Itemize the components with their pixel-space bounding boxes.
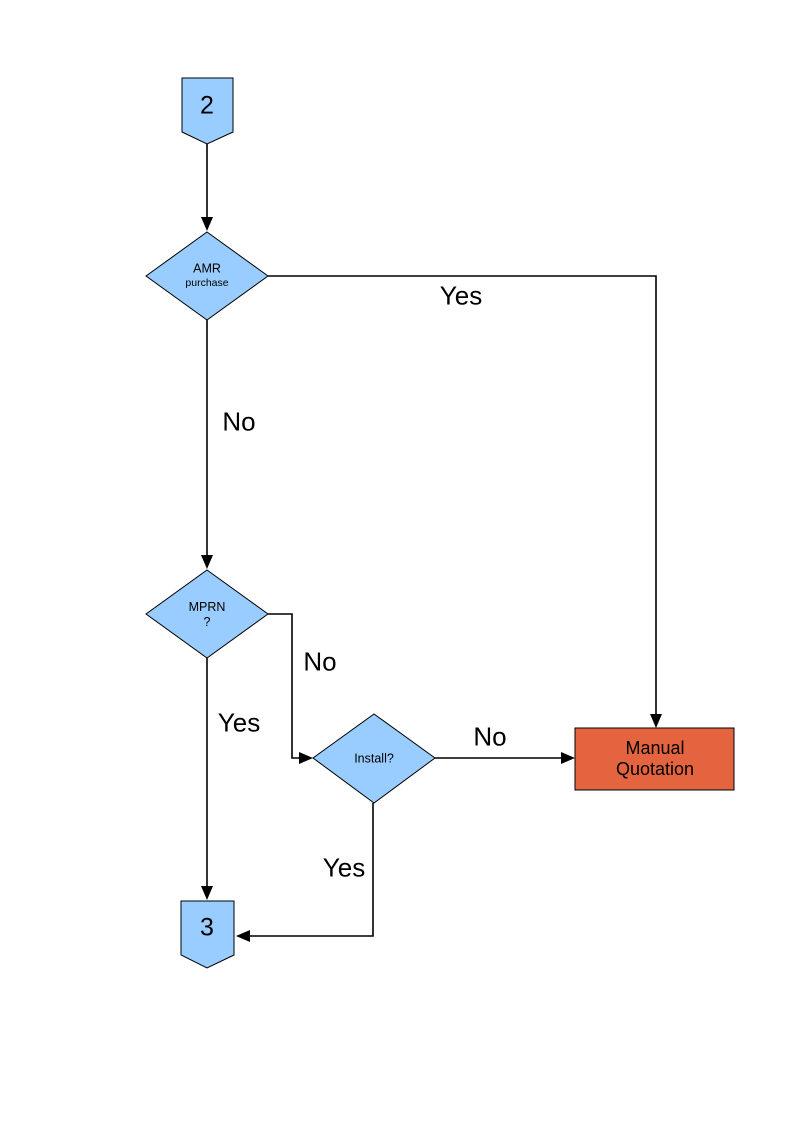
edge-label-install-yes: Yes [322,852,366,883]
amr-purchase-label-line1: AMR [193,261,221,276]
arrowhead-into-install [299,752,313,764]
arrowhead-into-mprn [201,555,213,569]
decision-amr-purchase-shape [145,231,269,321]
arrowhead-into-manual-left [561,752,575,764]
amr-purchase-label-line2: purchase [185,277,229,290]
arrowhead-into-amr [201,217,213,231]
connector-3-label: 3 [200,913,214,942]
edge-amr-yes-to-manual [268,275,657,716]
offpage-connector-3-shape [180,900,235,969]
decision-mprn-shape [145,569,269,659]
edge-label-install-no: No [473,721,507,752]
edge-label-amr-no: No [222,406,256,437]
manual-quotation-label: Manual Quotation [615,738,695,779]
edge-label-mprn-yes: Yes [217,707,261,738]
mprn-label: MPRN ? [188,600,226,629]
edge-mprn-no-to-install [268,613,301,759]
arrowhead-into-manual-top [650,714,662,728]
arrowhead-into-connector3-right [236,930,250,942]
edge-label-amr-yes: Yes [439,280,483,311]
connector-2-label: 2 [200,91,214,120]
edge-label-mprn-no: No [303,646,337,677]
edge-install-yes-to-connector3 [248,803,374,937]
arrowhead-into-connector3-top [201,886,213,900]
offpage-connector-2-shape [181,77,234,145]
process-manual-quotation-shape [574,727,735,791]
decision-install-shape [312,713,436,804]
install-label: Install? [354,751,394,766]
